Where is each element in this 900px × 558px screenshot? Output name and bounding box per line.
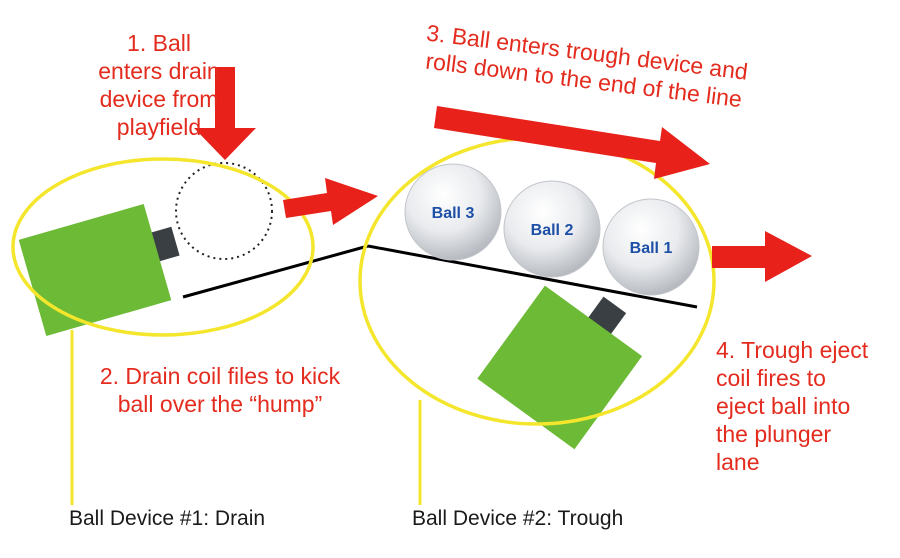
step1-annotation: 1. Ball enters drain device from playfie… (74, 29, 244, 141)
trough-device-body (477, 285, 643, 450)
drain-device (18, 204, 180, 336)
drain-caption: Ball Device #1: Drain (69, 507, 266, 530)
step2-annotation: 2. Drain coil files to kick ball over th… (80, 362, 360, 418)
roll-arrow (434, 106, 710, 179)
step1-line: device from (99, 86, 219, 112)
step4-annotation: 4. Trough eject coil fires to eject ball… (716, 336, 896, 476)
step2-line: 2. Drain coil files to kick (99, 363, 341, 389)
trough-device (477, 285, 643, 450)
drain-device-body (18, 204, 172, 336)
ball-2-label: Ball 2 (531, 222, 574, 239)
drain-device-ellipse (11, 157, 315, 337)
ball-3 (404, 163, 502, 261)
ball-1-label: Ball 1 (630, 240, 673, 257)
drain-entry-arrow (194, 67, 256, 160)
step1-line: 1. Ball (127, 30, 191, 56)
step4-line: the plunger (716, 421, 832, 447)
ball-3-label: Ball 3 (432, 205, 475, 222)
drain-ball-outline (175, 162, 273, 260)
step2-line: ball over the “hump” (117, 391, 323, 417)
step4-line: eject ball into (716, 393, 851, 419)
hump-arrow (283, 178, 378, 225)
eject-arrow (712, 231, 812, 282)
step4-line: lane (716, 449, 760, 475)
step4-line: 4. Trough eject (716, 337, 869, 363)
trough-caption: Ball Device #2: Trough (412, 507, 624, 530)
ball-1 (602, 198, 700, 296)
step1-line: enters drain (98, 58, 220, 84)
drain-rail (182, 244, 369, 299)
step1-line: playfield (116, 114, 202, 140)
step4-line: coil fires to (716, 365, 826, 391)
ball-2 (503, 180, 601, 278)
trough-rail (367, 244, 698, 309)
